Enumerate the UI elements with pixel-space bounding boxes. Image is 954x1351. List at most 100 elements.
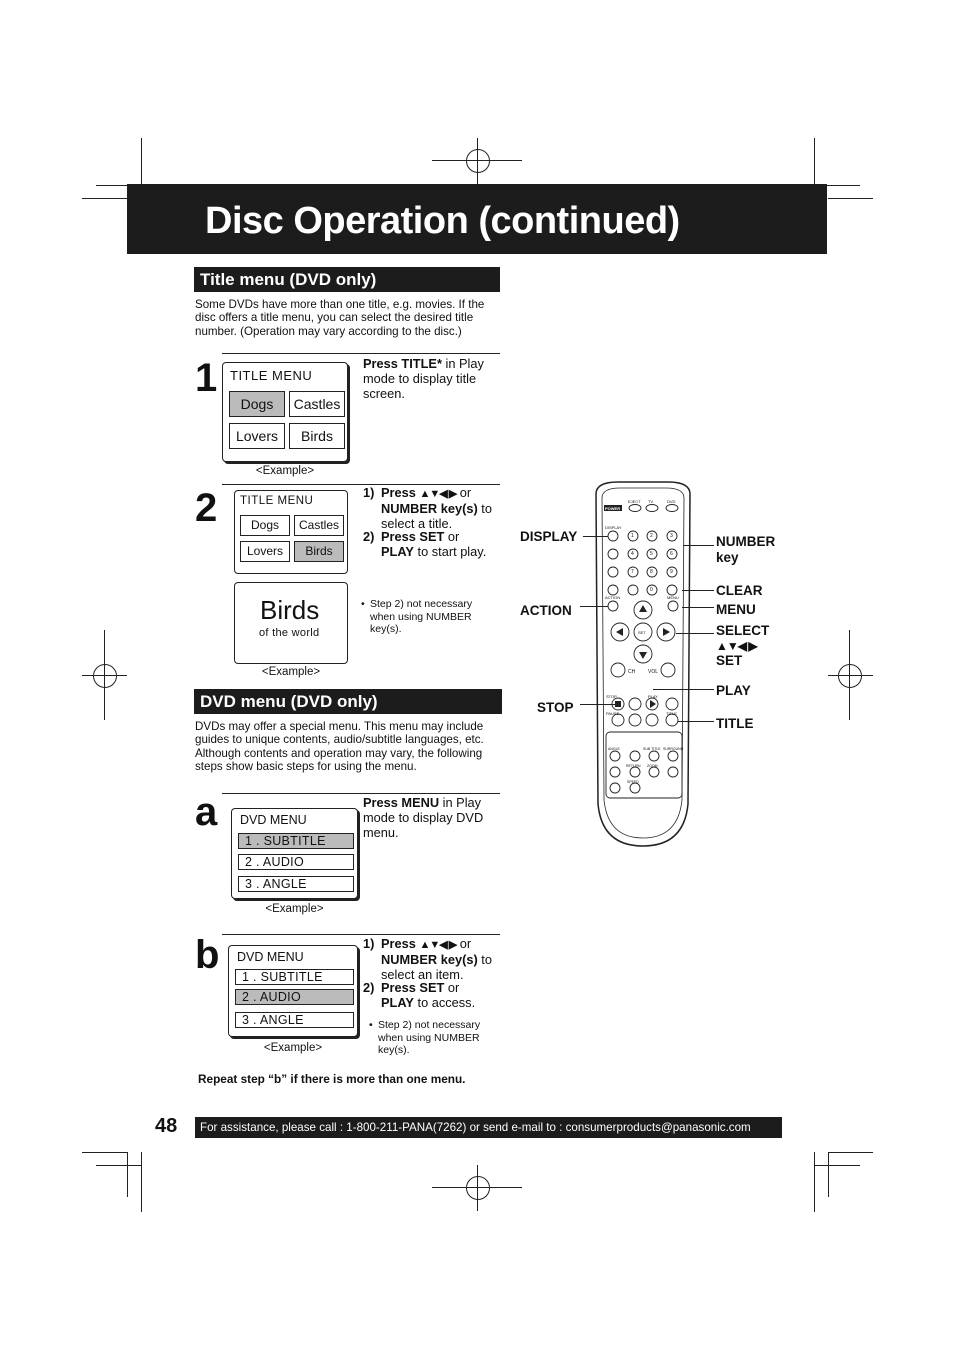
bullet: • (361, 598, 365, 610)
stop-key-label: STOP (606, 694, 617, 699)
num-key-1: 1 (631, 533, 634, 539)
vol-key-label: VOL (648, 669, 659, 675)
instr-text: in Play mode to display DVD menu. (363, 795, 484, 840)
instr-bold: Press (381, 485, 420, 500)
instr-text: to access. (413, 994, 476, 1010)
dvd-key-label: DVD (667, 499, 676, 504)
step-divider (222, 793, 500, 794)
callout-title: TITLE (716, 716, 754, 731)
page-number: 48 (155, 1115, 178, 1137)
num-key-3: 3 (670, 533, 673, 539)
screen-label: DVD MENU (237, 950, 304, 964)
crop-mark (96, 1165, 141, 1166)
registration-mark (466, 1176, 490, 1200)
crop-mark (828, 198, 873, 199)
crop-mark (82, 1152, 127, 1153)
dvd-menu-intro: DVDs may offer a special menu. This menu… (195, 720, 484, 774)
stepa-instruction: Press MENU in Play mode to display DVD m… (363, 795, 503, 840)
callout-menu: MENU (716, 602, 756, 617)
return-key-label: RETURN (626, 764, 641, 768)
remote-drawing (595, 481, 691, 847)
crop-mark (828, 1152, 873, 1153)
num-key-5: 5 (650, 551, 653, 557)
crop-mark (814, 138, 815, 210)
registration-mark (849, 630, 850, 720)
instr-text: to start play. (413, 543, 487, 559)
example-caption: <Example> (263, 1042, 323, 1054)
instr-text: or (444, 529, 460, 544)
title-cell-birds: Birds (289, 423, 345, 449)
crop-mark (814, 1152, 815, 1212)
section-heading-title-menu: Title menu (DVD only) (194, 267, 500, 292)
display-key-label: DISPLAY (605, 525, 622, 530)
step-divider (222, 934, 500, 935)
instr-text: in Play mode to display title screen. (363, 356, 484, 401)
registration-mark (838, 664, 862, 688)
title-playback-screen: Birds of the world (234, 582, 348, 664)
menu-key-label: MENU (667, 595, 679, 600)
instr-bold: Press TITLE* (363, 356, 442, 371)
crop-mark (141, 1152, 142, 1212)
leader-line (676, 633, 714, 634)
list-num: 2) (363, 529, 375, 544)
instr-bold: Press MENU (363, 795, 440, 810)
callout-action: ACTION (520, 603, 572, 618)
callout-clear: CLEAR (716, 583, 763, 598)
crop-mark (141, 138, 142, 210)
angle-key-label: ANGLE (608, 747, 620, 751)
instr-bold: PLAY (381, 543, 414, 559)
screen-label: DVD MENU (240, 813, 307, 827)
crop-mark (82, 198, 127, 199)
subtitle-key-label: SUB TITLE (643, 747, 661, 751)
eject-key-label: EJECT (628, 499, 641, 504)
menu-item-angle: 3 . ANGLE (235, 1012, 354, 1028)
instr-text: or (444, 980, 460, 995)
menu-item-audio-selected: 2 . AUDIO (235, 989, 354, 1005)
num-key-2: 2 (650, 533, 653, 539)
registration-mark (466, 149, 490, 173)
set-key-label: SET (638, 630, 646, 635)
instr-text: to select an item. (381, 951, 492, 982)
surround-key-label: SURROUND (663, 747, 684, 751)
screen-label: TITLE MENU (240, 495, 314, 507)
registration-mark (477, 1165, 478, 1211)
leader-line (580, 606, 608, 607)
step-letter-a: a (195, 790, 218, 834)
example-caption: <Example> (265, 903, 324, 915)
speed-key-label: SPEED (627, 780, 639, 784)
callout-number-key: NUMBER key (716, 534, 776, 565)
leader-line (580, 704, 616, 705)
step-letter-b: b (195, 933, 220, 977)
power-key-label: POWER (605, 506, 621, 511)
screen-label: TITLE MENU (230, 368, 313, 383)
birds-subtitle: of the world (259, 627, 320, 639)
num-key-4: 4 (631, 551, 634, 557)
instr-bold: Press (381, 936, 420, 951)
registration-mark (104, 630, 105, 720)
list-num: 2) (363, 980, 375, 995)
leader-line (682, 590, 714, 591)
menu-item-subtitle: 1 . SUBTITLE (235, 969, 354, 985)
crop-mark (127, 1152, 128, 1197)
num-key-8: 8 (650, 569, 653, 575)
title-cell-castles: Castles (294, 515, 344, 536)
title-cell-dogs: Dogs (229, 391, 285, 417)
remote-control-illustration: POWER EJECT TV DVD DISPLAY 1 2 3 4 5 6 7… (588, 474, 698, 854)
title-cell-dogs: Dogs (240, 515, 290, 536)
list-num: 1) (363, 936, 375, 951)
stepb-note: Step 2) not necessary when using NUMBER … (378, 1019, 481, 1057)
page-title: Disc Operation (continued) (205, 200, 680, 242)
instr-bold: PLAY (381, 994, 414, 1010)
example-caption: <Example> (255, 465, 315, 477)
zoom-key-label: ZOOM (647, 764, 658, 768)
menu-item-subtitle-selected: 1 . SUBTITLE (238, 833, 354, 849)
example-caption: <Example> (261, 666, 321, 678)
step1-instruction: Press TITLE* in Play mode to display tit… (363, 356, 503, 401)
step-number-2: 2 (195, 486, 218, 530)
tv-key-label: TV (648, 499, 654, 504)
bullet: • (369, 1019, 373, 1031)
callout-arrow-keys: ▲▼◀ ▶ (716, 639, 758, 653)
title-menu-intro: Some DVDs have more than one title, e.g.… (195, 298, 485, 338)
